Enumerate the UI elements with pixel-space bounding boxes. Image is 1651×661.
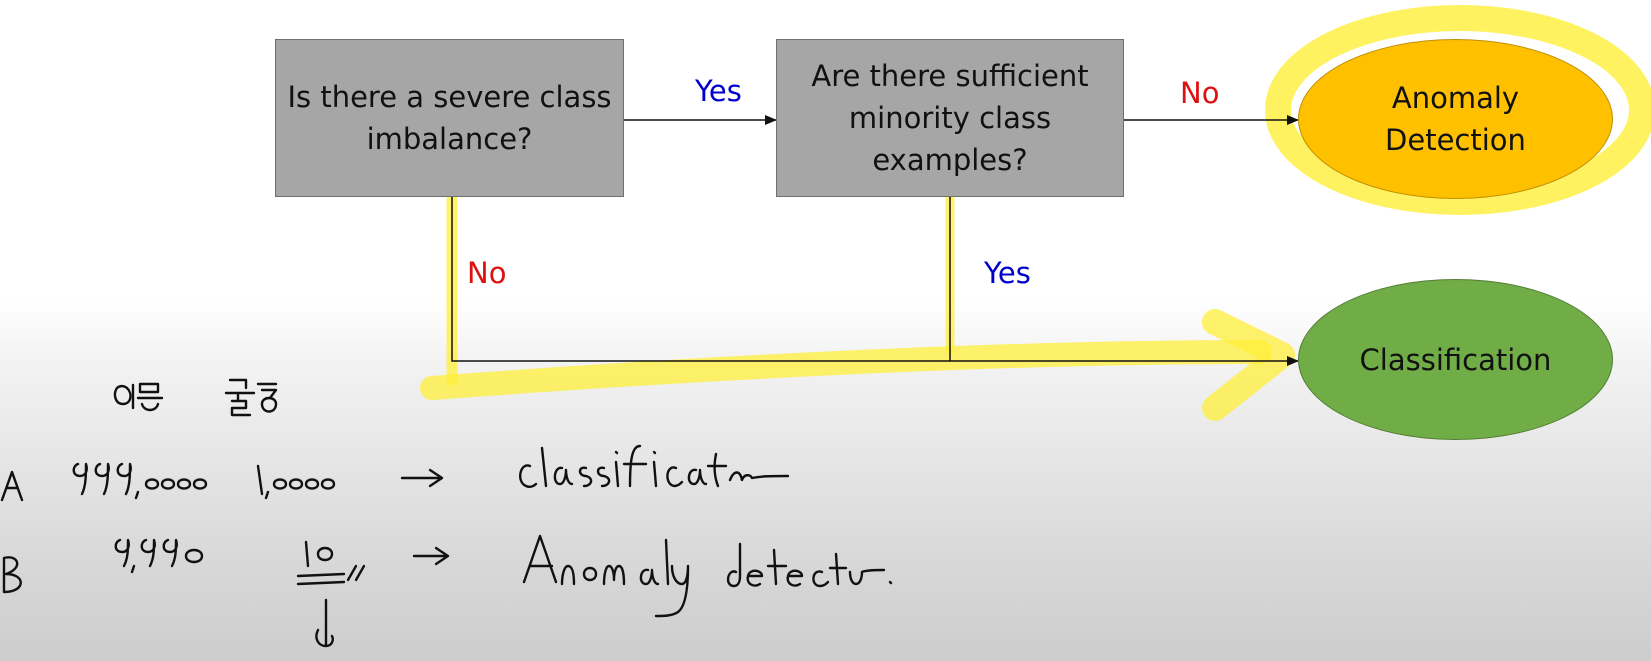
classification-path-highlight bbox=[420, 340, 1272, 400]
node-severe-imbalance-question: Is there a severe class imbalance? bbox=[275, 39, 624, 197]
node-sufficient-examples-question: Are there sufficient minority class exam… bbox=[776, 39, 1124, 197]
node-sufficient-examples-text: Are there sufficient minority class exam… bbox=[811, 59, 1089, 177]
handwritten-header-defect bbox=[224, 378, 278, 417]
classification-arrowhead-highlight bbox=[1202, 309, 1295, 421]
handwritten-header-normal bbox=[113, 382, 164, 412]
anomaly-highlight-ring bbox=[1265, 5, 1651, 215]
node-classification-text: Classification bbox=[1359, 342, 1552, 377]
node-severe-imbalance-text: Is there a severe class imbalance? bbox=[287, 80, 612, 156]
node-anomaly-detection: Anomaly Detection bbox=[1298, 39, 1613, 199]
edge-imbalance-to-classification bbox=[451, 197, 1299, 366]
handwritten-row-b-ink bbox=[2, 534, 893, 648]
edge-label-imbalance-no: No bbox=[467, 256, 507, 290]
edge-label-imbalance-yes: Yes bbox=[695, 74, 742, 108]
handwritten-row-a-ink bbox=[0, 444, 790, 502]
node-anomaly-detection-text: Anomaly Detection bbox=[1385, 81, 1526, 157]
edge-label-examples-no: No bbox=[1180, 76, 1220, 110]
edge-label-examples-yes: Yes bbox=[984, 256, 1031, 290]
node-classification: Classification bbox=[1298, 279, 1613, 440]
